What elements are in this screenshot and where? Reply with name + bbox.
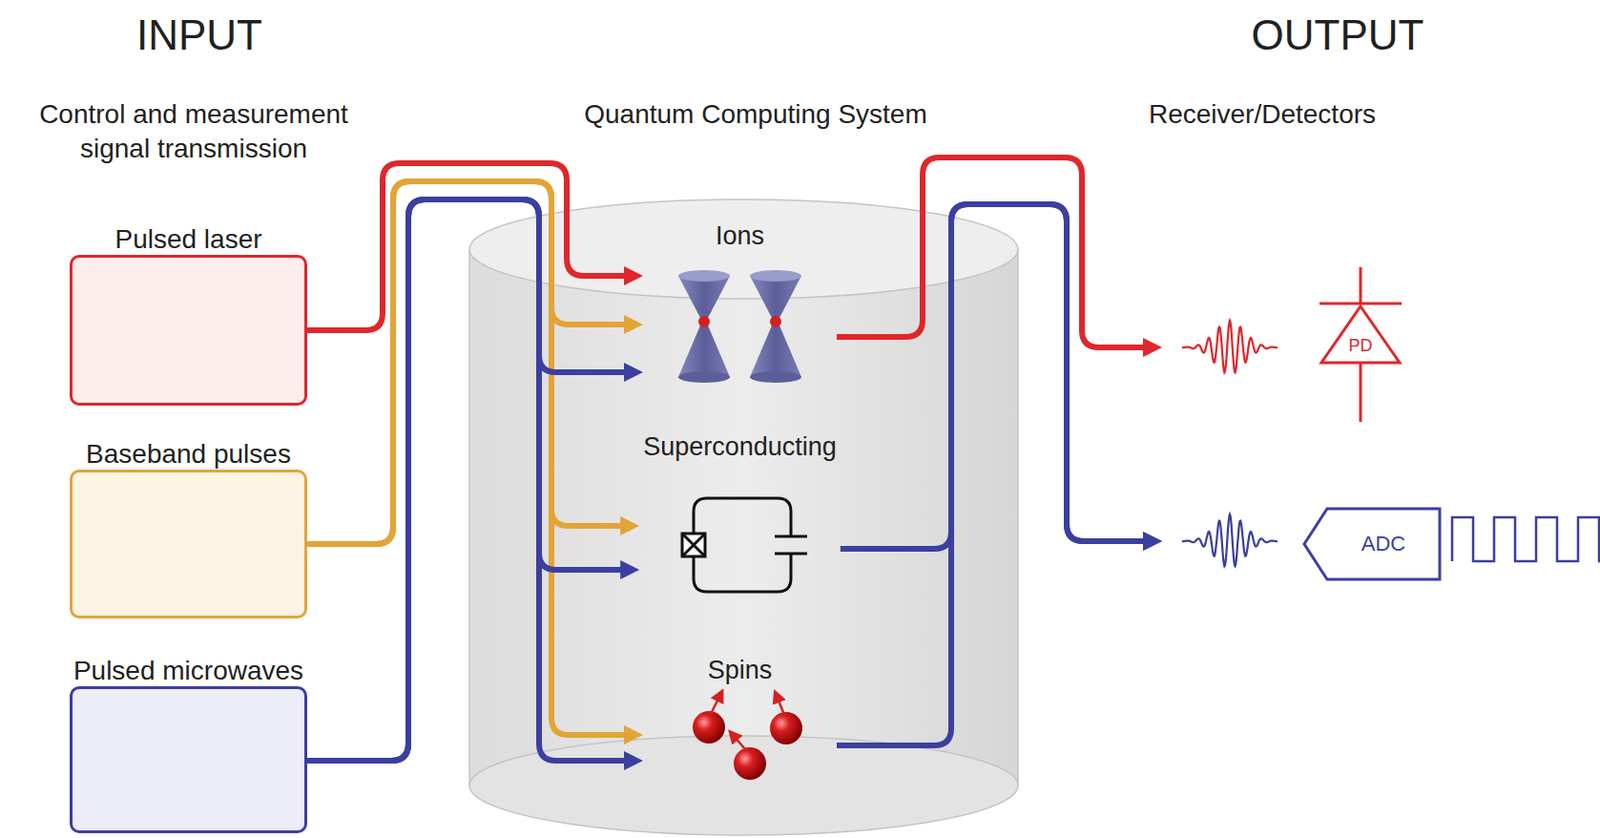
trap-cone: [678, 325, 730, 377]
source-heading: Pulsed laser: [114, 224, 262, 255]
spin-sphere: [733, 747, 767, 780]
column-heading: Receiver/Detectors: [1148, 97, 1376, 132]
signal-line: [307, 163, 630, 331]
baseband-source: Baseband pulses: [69, 469, 308, 619]
detected-pulse: [1182, 320, 1278, 373]
qubit-type-label: Ions: [715, 221, 765, 251]
column-heading: Control and measurement signal transmiss…: [21, 97, 366, 167]
spin-qubits: Spins: [643, 651, 837, 790]
source-heading: Pulsed microwaves: [73, 655, 304, 686]
trap-cone: [749, 275, 802, 318]
cylinder-edge: [1017, 249, 1019, 786]
adc-outline: [1304, 508, 1440, 580]
arrow-head: [623, 725, 644, 745]
section-heading: OUTPUT: [1251, 7, 1425, 63]
signal-line: [307, 199, 630, 761]
signal-line: [307, 181, 626, 544]
photodiode-detector: PD: [1162, 265, 1413, 424]
trap-cap: [749, 270, 802, 282]
section-heading: INPUT: [136, 7, 263, 63]
arrow-head: [1142, 531, 1163, 551]
microwave-source: Pulsed microwaves: [69, 685, 308, 833]
cylinder-edge: [468, 249, 471, 786]
column-heading: Quantum Computing System: [583, 97, 928, 132]
trap-cone: [749, 325, 802, 377]
trap-cap: [749, 371, 802, 383]
detected-pulse: [1182, 514, 1278, 566]
trap-cone: [678, 275, 730, 318]
ion-qubits: Ions: [643, 217, 837, 392]
signal-line: [307, 181, 630, 735]
spin-arrow: [732, 734, 747, 750]
superconducting-qubit: Superconducting: [639, 428, 841, 610]
cylinder-bottom: [469, 735, 1019, 835]
ion: [769, 315, 782, 328]
qubit-type-label: Spins: [707, 655, 773, 686]
arrow-head: [620, 560, 640, 580]
qubit-type-label: Superconducting: [643, 432, 837, 462]
photodiode-symbol: [1162, 265, 1413, 424]
digital-signal: [1452, 517, 1600, 562]
arrow-head: [1142, 531, 1163, 551]
superconducting-circuit: [682, 498, 808, 592]
signal-line: [307, 199, 626, 761]
trap-cap: [678, 270, 730, 282]
diode-leads: [1319, 267, 1402, 422]
trap-cap: [678, 371, 730, 383]
arrow-head: [623, 750, 644, 770]
detector-label: PD: [1348, 335, 1372, 356]
detector-label: ADC: [1361, 531, 1406, 556]
signal-line: [307, 199, 630, 761]
signal-line: [836, 157, 1149, 348]
signal-line: [840, 204, 1149, 549]
adc-receiver: ADC: [1162, 500, 1443, 587]
arrow-head: [623, 266, 644, 286]
signal-line: [307, 181, 630, 544]
ion-traps: [678, 270, 802, 383]
josephson-junction: [682, 533, 706, 557]
spin-sphere: [692, 710, 726, 744]
junction-cross: [682, 533, 706, 557]
spin-arrow: [710, 694, 721, 714]
arrow-head: [1142, 337, 1163, 357]
source-heading: Baseband pulses: [85, 438, 291, 470]
spin-arrow: [776, 695, 785, 715]
arrow-head: [620, 516, 640, 536]
spin-sphere: [769, 711, 803, 745]
capacitor-plate: [774, 535, 808, 539]
arrow-head: [623, 362, 644, 382]
ion: [698, 315, 710, 328]
capacitor-plate: [774, 552, 808, 556]
diode-triangle: [1321, 306, 1400, 363]
laser-source: Pulsed laser: [69, 254, 308, 406]
spins: [692, 694, 803, 780]
signal-line: [836, 204, 1149, 746]
arrow-head: [623, 314, 644, 334]
circuit-loop: [693, 498, 791, 592]
